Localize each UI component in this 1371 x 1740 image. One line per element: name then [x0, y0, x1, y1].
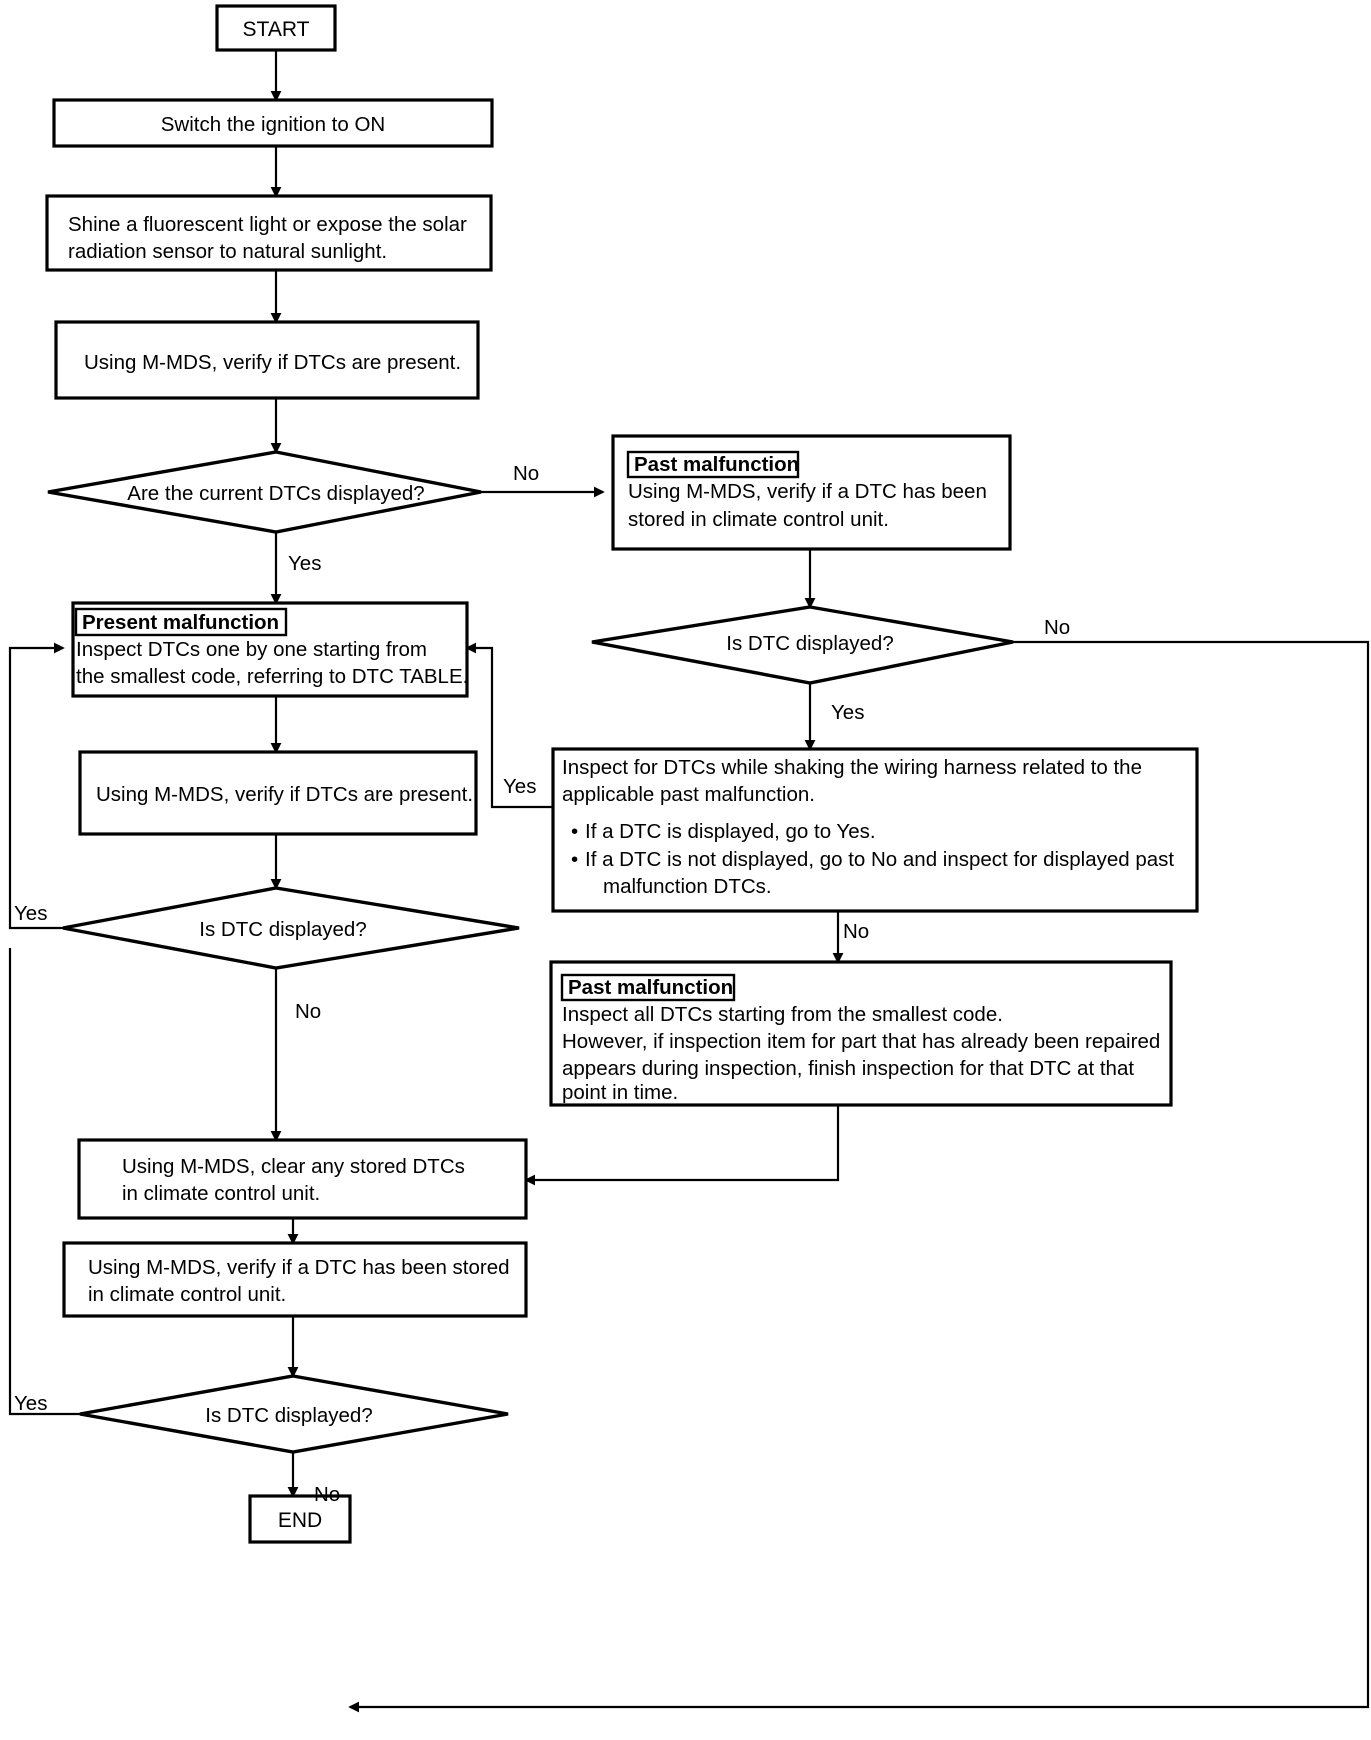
node-shake-harness-bullet2-glyph: • — [571, 848, 578, 871]
node-decision-dtc-displayed-right[interactable]: Is DTC displayed? — [591, 605, 1014, 685]
edge-label-no-shake: No — [843, 920, 869, 943]
connector-bottom-yes-loop — [8, 948, 80, 1416]
edge-label-layer: No Yes No Yes Yes No Yes No Yes No — [14, 462, 1070, 1506]
node-verify-stored-dtc[interactable]: Using M-MDS, verify if a DTC has been st… — [62, 1241, 528, 1318]
edge-label-yes-mid-decision: Yes — [14, 902, 47, 925]
edge-label-no-right-decision: No — [1044, 616, 1070, 639]
node-decision-dtc-displayed-mid-label: Is DTC displayed? — [199, 918, 366, 941]
node-switch-ignition[interactable]: Switch the ignition to ON — [52, 98, 494, 148]
node-start-label: START — [243, 18, 310, 41]
node-past-malfunction-2[interactable]: Past malfunction Inspect all DTCs starti… — [549, 960, 1173, 1107]
node-present-malfunction-tag: Present malfunction — [82, 611, 279, 634]
node-past-malfunction-1-tag: Past malfunction — [634, 453, 799, 476]
node-present-malfunction-line2: the smallest code, referring to DTC TABL… — [76, 665, 468, 688]
connector-no-right-to-end — [348, 640, 1370, 1713]
node-decision-current-dtcs[interactable]: Are the current DTCs displayed? — [47, 450, 482, 534]
edge-label-no-current-dtcs: No — [513, 462, 539, 485]
node-end-label: END — [278, 1509, 322, 1532]
connector-shake-yes-to-present-malfunction — [465, 642, 553, 809]
node-clear-stored-dtcs[interactable]: Using M-MDS, clear any stored DTCs in cl… — [77, 1138, 528, 1220]
node-decision-dtc-displayed-mid[interactable]: Is DTC displayed? — [62, 886, 520, 970]
connector-layer — [8, 50, 1370, 1713]
edge-label-yes-right-decision: Yes — [831, 701, 864, 724]
node-decision-dtc-displayed-right-label: Is DTC displayed? — [726, 632, 893, 655]
node-past-malfunction-1-line2: stored in climate control unit. — [628, 508, 889, 531]
node-shine-light[interactable]: Shine a fluorescent light or expose the … — [45, 194, 493, 272]
node-shake-harness-bullet1-line1: If a DTC is displayed, go to Yes. — [585, 820, 876, 843]
node-past-malfunction-2-line2: However, if inspection item for part tha… — [562, 1030, 1160, 1053]
node-past-malfunction-1[interactable]: Past malfunction Using M-MDS, verify if … — [611, 434, 1012, 551]
node-shine-light-line2: radiation sensor to natural sunlight. — [68, 240, 387, 263]
node-clear-stored-dtcs-line2: in climate control unit. — [122, 1182, 320, 1205]
node-shake-harness-bullet1-glyph: • — [571, 820, 578, 843]
node-switch-ignition-label: Switch the ignition to ON — [161, 113, 385, 136]
node-shake-harness-bullet2-line1: If a DTC is not displayed, go to No and … — [585, 848, 1174, 871]
node-shake-harness[interactable]: Inspect for DTCs while shaking the wirin… — [551, 747, 1199, 913]
node-clear-stored-dtcs-line1: Using M-MDS, clear any stored DTCs — [122, 1155, 465, 1178]
node-past-malfunction-2-line3: appears during inspection, finish inspec… — [562, 1057, 1134, 1080]
node-verify-stored-dtc-line1: Using M-MDS, verify if a DTC has been st… — [88, 1256, 510, 1279]
edge-label-yes-shake-loop: Yes — [503, 775, 536, 798]
connector-pastmal2-to-clear — [524, 1105, 840, 1186]
node-shake-harness-bullet2-line2: malfunction DTCs. — [603, 875, 772, 898]
node-past-malfunction-2-line1: Inspect all DTCs starting from the small… — [562, 1003, 1003, 1026]
node-present-malfunction[interactable]: Present malfunction Inspect DTCs one by … — [71, 601, 469, 698]
edge-label-no-mid-decision: No — [295, 1000, 321, 1023]
node-present-malfunction-line1: Inspect DTCs one by one starting from — [76, 638, 427, 661]
edge-label-yes-bottom-decision: Yes — [14, 1392, 47, 1415]
node-end[interactable]: END — [248, 1494, 352, 1544]
node-verify-dtcs-present-2-label: Using M-MDS, verify if DTCs are present. — [96, 783, 473, 806]
node-past-malfunction-1-line1: Using M-MDS, verify if a DTC has been — [628, 480, 987, 503]
node-decision-dtc-displayed-bottom[interactable]: Is DTC displayed? — [79, 1374, 509, 1454]
node-decision-dtc-displayed-bottom-label: Is DTC displayed? — [205, 1404, 372, 1427]
connector-mid-yes-loop — [8, 642, 65, 930]
node-past-malfunction-2-tag: Past malfunction — [568, 976, 733, 999]
node-decision-current-dtcs-label: Are the current DTCs displayed? — [127, 482, 424, 505]
node-verify-dtcs-present-1[interactable]: Using M-MDS, verify if DTCs are present. — [54, 320, 480, 400]
node-past-malfunction-2-line4: point in time. — [562, 1081, 678, 1104]
node-verify-stored-dtc-line2: in climate control unit. — [88, 1283, 286, 1306]
node-start[interactable]: START — [215, 4, 337, 52]
node-shake-harness-line2: applicable past malfunction. — [562, 783, 815, 806]
edge-label-no-bottom-decision: No — [314, 1483, 340, 1506]
edge-label-yes-current-dtcs: Yes — [288, 552, 321, 575]
node-shine-light-line1: Shine a fluorescent light or expose the … — [68, 213, 467, 236]
node-verify-dtcs-present-2[interactable]: Using M-MDS, verify if DTCs are present. — [78, 750, 478, 836]
node-shake-harness-line1: Inspect for DTCs while shaking the wirin… — [562, 756, 1142, 779]
node-verify-dtcs-present-1-label: Using M-MDS, verify if DTCs are present. — [84, 351, 461, 374]
